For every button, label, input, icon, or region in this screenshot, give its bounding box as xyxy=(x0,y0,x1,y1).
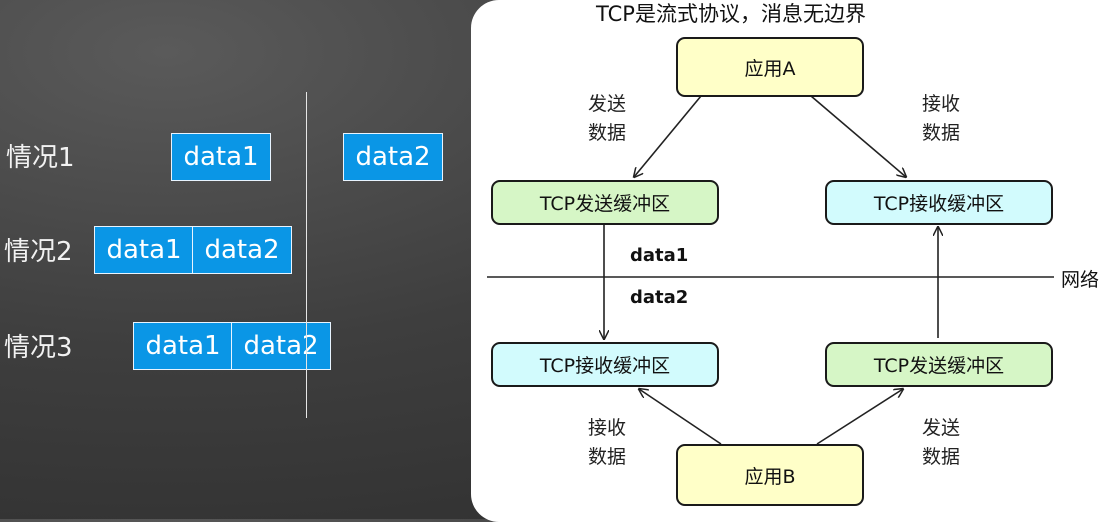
case-3-label: 情况3 xyxy=(4,333,73,363)
recv-buffer-bottom: TCP接收缓冲区 xyxy=(491,342,719,387)
flow-data2-label: data2 xyxy=(630,287,689,308)
case-2-data1-block: data1 xyxy=(94,226,194,274)
case-2-data2-block: data2 xyxy=(192,226,292,274)
case-1-label: 情况1 xyxy=(6,143,75,173)
case-3-data2-block: data2 xyxy=(231,322,331,370)
flow-data1-label: data1 xyxy=(630,245,689,266)
data-word: 数据 xyxy=(921,446,960,468)
recv-word: 接收 xyxy=(921,93,960,115)
send-buffer-top: TCP发送缓冲区 xyxy=(491,180,719,225)
packet-cases-area: 情况1 情况2 情况3 data1 data2 data1 data2 data… xyxy=(0,0,470,519)
send-data-label-bottom: 发送 数据 xyxy=(911,414,971,472)
case-1-data2-block: data2 xyxy=(343,133,443,181)
recv-word: 接收 xyxy=(587,417,626,439)
case-3-data1-block: data1 xyxy=(133,322,233,370)
send-data-label-top: 发送 数据 xyxy=(577,90,637,148)
packet-boundary-divider xyxy=(306,92,307,418)
recv-buffer-top: TCP接收缓冲区 xyxy=(825,180,1053,225)
arrow-appa-to-sendbuf xyxy=(634,95,702,177)
app-b-node: 应用B xyxy=(676,444,864,506)
data-word: 数据 xyxy=(587,446,626,468)
recv-data-label-bottom: 接收 数据 xyxy=(577,414,637,472)
network-label: 网络 xyxy=(1061,269,1100,291)
arrow-appb-to-sendbuf xyxy=(816,389,903,445)
data-word: 数据 xyxy=(921,122,960,144)
send-buffer-bottom: TCP发送缓冲区 xyxy=(825,342,1053,387)
case-2-label: 情况2 xyxy=(4,237,73,267)
case-1-data1-block: data1 xyxy=(171,133,271,181)
arrow-appa-to-recvbuf xyxy=(810,95,906,177)
send-word: 发送 xyxy=(921,417,960,439)
tcp-diagram-panel: TCP是流式协议，消息无边界 应用A TCP发送缓冲区 TCP接收缓冲区 TCP… xyxy=(471,0,1106,522)
diagram-arrows xyxy=(487,95,1054,445)
data-word: 数据 xyxy=(587,122,626,144)
recv-data-label-top: 接收 数据 xyxy=(911,90,971,148)
diagram-title: TCP是流式协议，消息无边界 xyxy=(596,2,866,26)
arrow-appb-to-recvbuf xyxy=(639,389,722,445)
app-a-node: 应用A xyxy=(676,37,864,97)
send-word: 发送 xyxy=(587,93,626,115)
